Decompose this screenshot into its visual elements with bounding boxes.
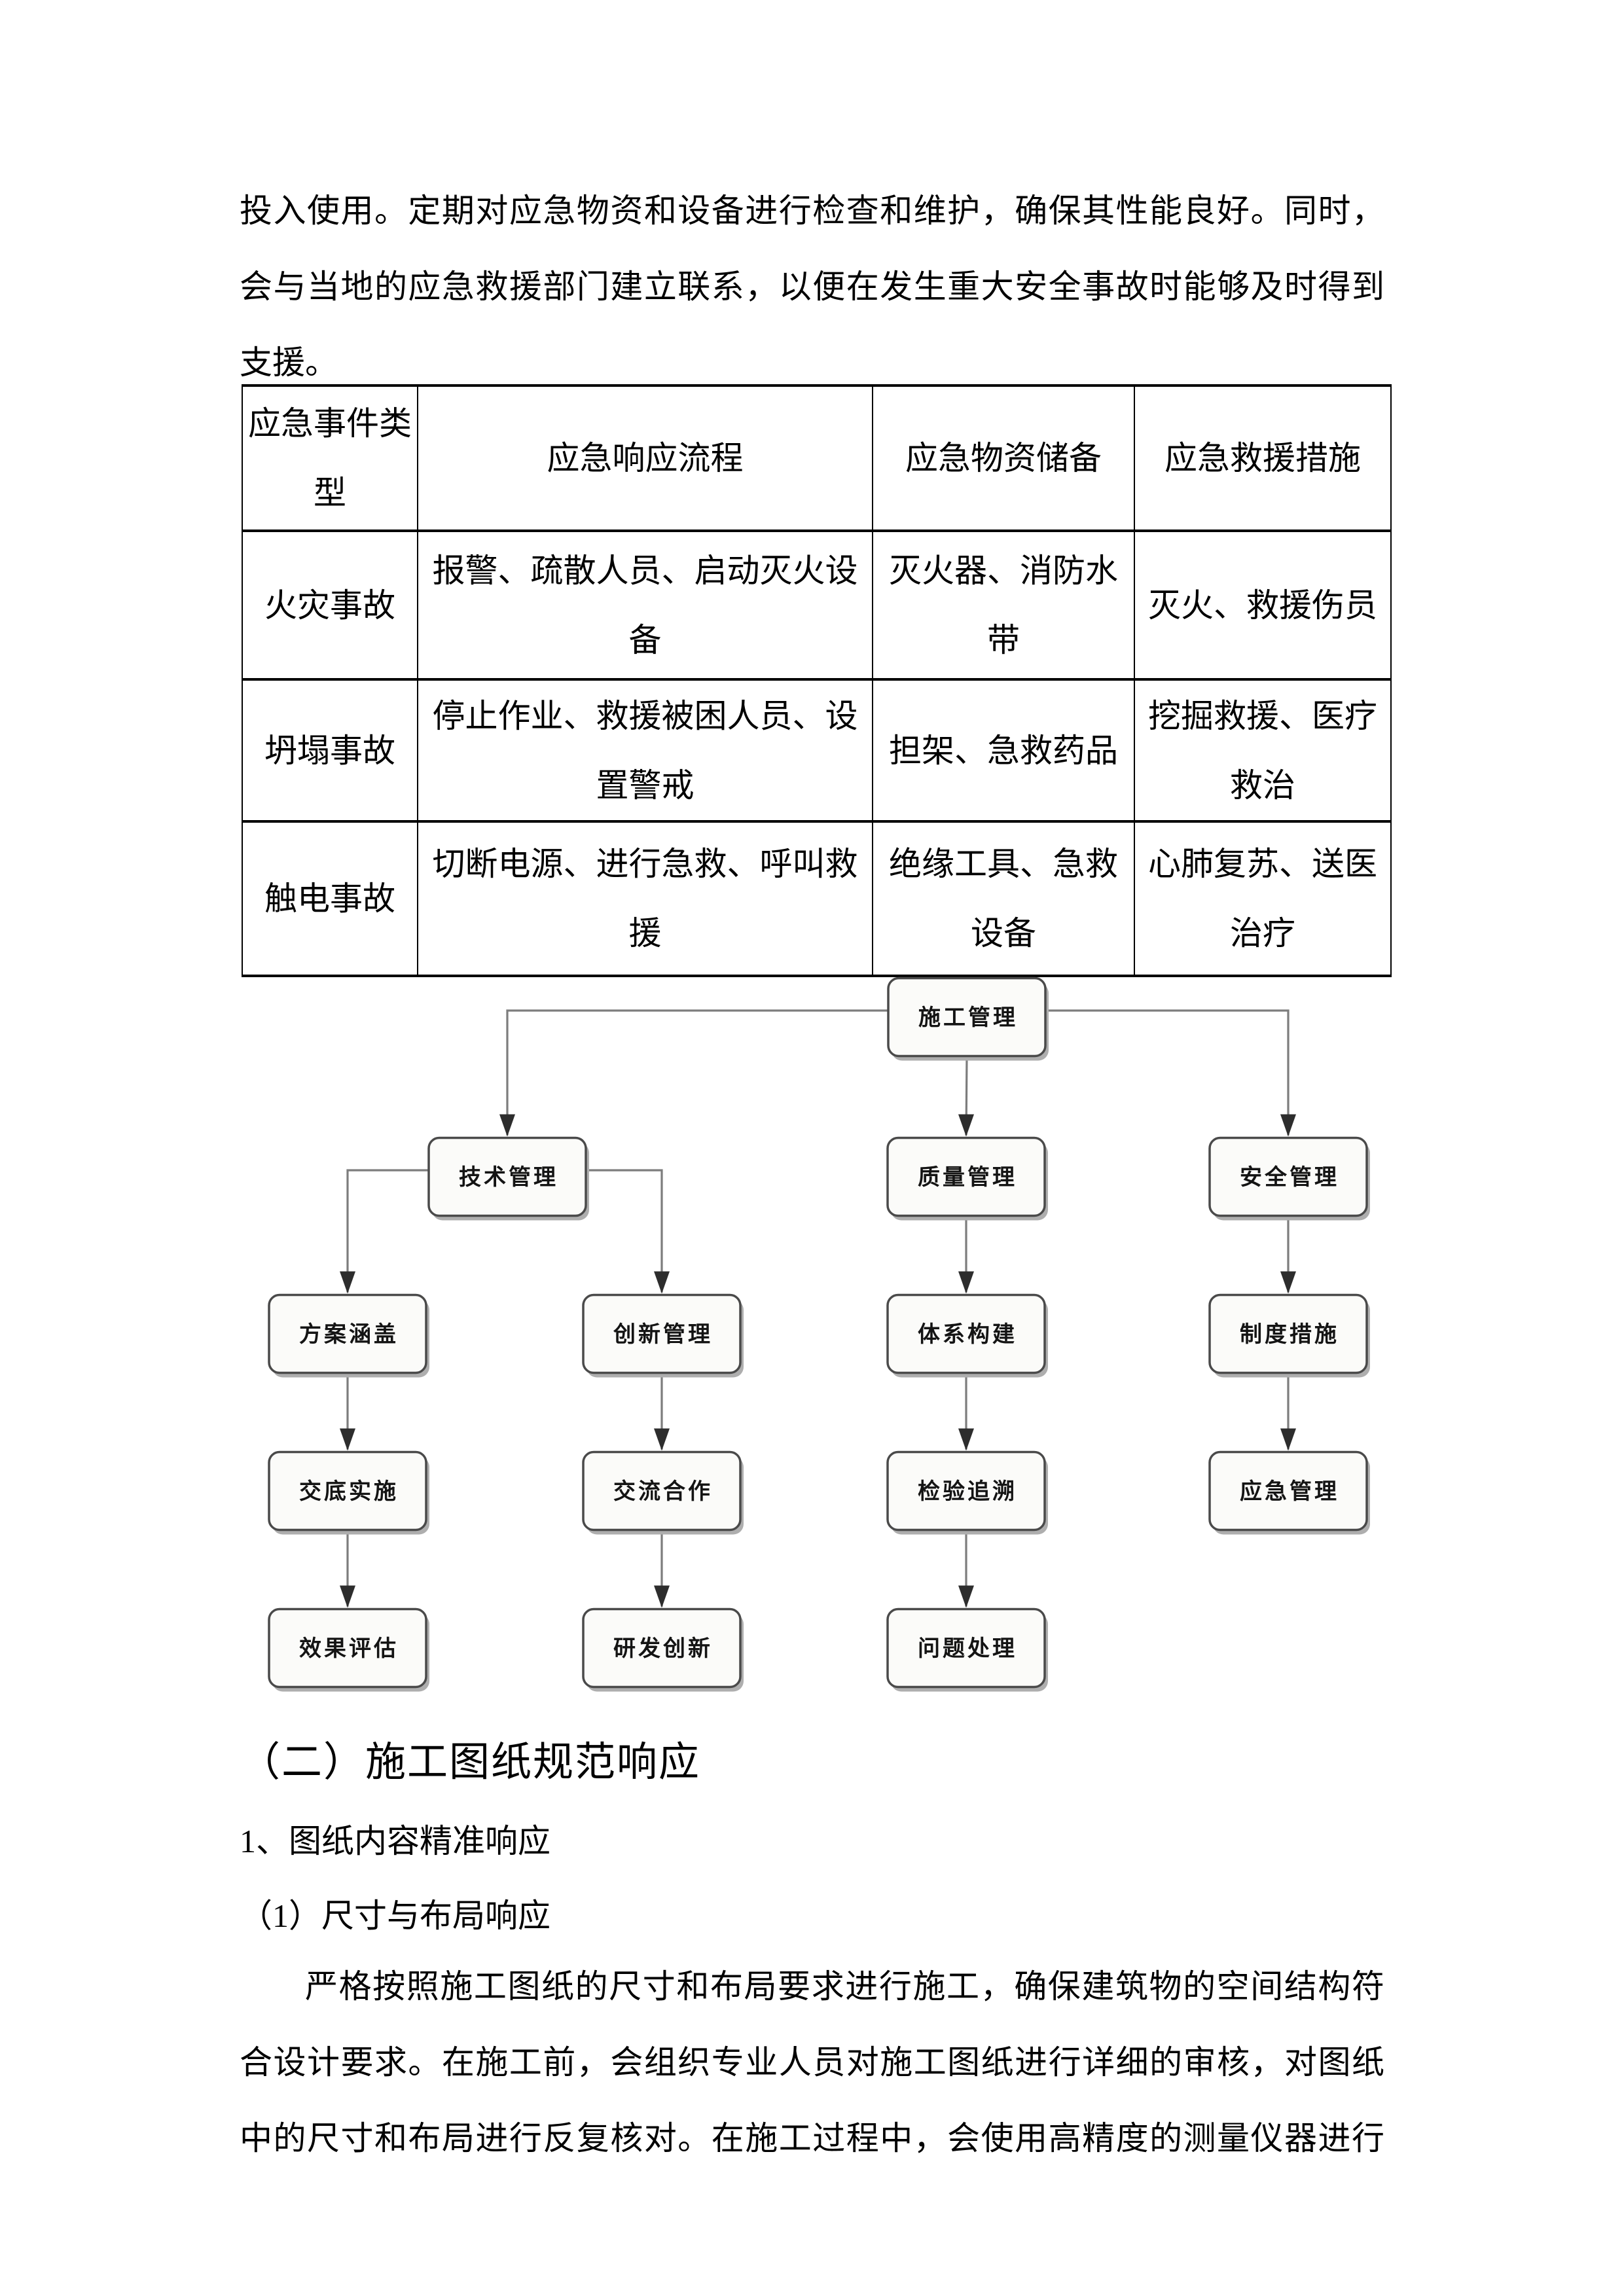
flowchart-edge-construction-safety [1045, 1009, 1290, 1136]
table-cell-r2c3: 担架、急救药品 [873, 681, 1135, 823]
paragraph-top: 投入使用。定期对应急物资和设备进行检查和维护，确保其性能良好。同时， 会与当地的… [240, 173, 1384, 401]
flowchart-node-evaluation: 效果评估 [268, 1607, 429, 1692]
flowchart-node-label: 技术管理 [459, 1165, 558, 1190]
flowchart-edge-construction-quality [965, 1056, 968, 1136]
flowchart-node-exchange: 交流合作 [582, 1450, 744, 1535]
emergency-response-table: 应急事件类 型 应急响应流程 应急物资储备 应急救援措施 火灾事故 报警、疏散人… [242, 384, 1392, 977]
flowchart-node-inspection: 检验追溯 [886, 1450, 1048, 1535]
text-line: 合设计要求。在施工前，会组织专业人员对施工图纸进行详细的审核，对图纸 [240, 2044, 1384, 2081]
flowchart-node-plan: 方案涵盖 [268, 1293, 429, 1378]
arrowhead-icon [958, 1428, 974, 1451]
flowchart-node-disclosure: 交底实施 [268, 1450, 429, 1535]
paragraph-bottom: 严格按照施工图纸的尺寸和布局要求进行施工，确保建筑物的空间结构符 合设计要求。在… [240, 1948, 1384, 2176]
text-line: 投入使用。定期对应急物资和设备进行检查和维护，确保其性能良好。同时， [240, 192, 1384, 229]
table-cell-r1c1: 火灾事故 [243, 532, 418, 681]
table-cell-r2c2: 停止作业、救援被困人员、设 置警戒 [418, 681, 873, 823]
arrowhead-icon [340, 1585, 355, 1608]
subsection-heading: 1、图纸内容精准响应 [240, 1823, 550, 1859]
arrowhead-icon [1280, 1114, 1296, 1137]
flowchart-node-label: 制度措施 [1240, 1322, 1339, 1347]
text-line: 严格按照施工图纸的尺寸和布局要求进行施工，确保建筑物的空间结构符 [305, 1968, 1384, 2005]
table-cell-r3c2: 切断电源、进行急救、呼叫救 援 [418, 823, 873, 975]
flowchart-node-safety: 安全管理 [1208, 1136, 1370, 1221]
flowchart-node-label: 安全管理 [1240, 1164, 1339, 1190]
arrowhead-icon [654, 1585, 670, 1608]
table-cell-r2c1: 坍塌事故 [243, 681, 418, 823]
flowchart-edge-technology-plan [346, 1169, 429, 1293]
flowchart-node-label: 创新管理 [613, 1322, 713, 1347]
arrowhead-icon [654, 1271, 670, 1294]
text-line: 会与当地的应急救援部门建立联系，以便在发生重大安全事故时能够及时得到 [240, 268, 1384, 305]
flowchart-node-label: 问题处理 [918, 1636, 1017, 1661]
table-cell-r3c3: 绝缘工具、急救 设备 [873, 823, 1135, 975]
arrowhead-icon [499, 1114, 515, 1137]
flowchart-node-label: 施工管理 [918, 1005, 1018, 1030]
flowchart-node-label: 方案涵盖 [299, 1322, 399, 1347]
flowchart-node-emergency: 应急管理 [1208, 1450, 1370, 1535]
flowchart-node-label: 质量管理 [918, 1165, 1017, 1190]
section-heading: （二）施工图纸规范响应 [240, 1740, 701, 1785]
flowchart-node-innovation: 创新管理 [582, 1293, 744, 1378]
table-cell-r3c4: 心肺复苏、送医 治疗 [1148, 846, 1377, 952]
table-cell-r1c2: 报警、疏散人员、启动灭火设 备 [418, 532, 873, 681]
table-cell-r1c3: 灭火器、消防水 带 [873, 532, 1135, 681]
flowchart-node-label: 效果评估 [299, 1636, 399, 1661]
table-header-response-process: 应急响应流程 [418, 387, 873, 532]
arrowhead-icon [340, 1428, 355, 1451]
flowchart-node-label: 体系构建 [918, 1322, 1017, 1347]
flowchart-node-rules: 制度措施 [1208, 1293, 1370, 1378]
text-line: 中的尺寸和布局进行反复核对。在施工过程中，会使用高精度的测量仪器进行 [240, 2120, 1384, 2157]
arrowhead-icon [958, 1271, 974, 1294]
flowchart-node-label: 应急管理 [1240, 1479, 1339, 1504]
flowchart-node-technology: 技术管理 [427, 1136, 589, 1221]
flowchart-node-construction: 施工管理 [887, 977, 1049, 1061]
flowchart-node-label: 交流合作 [613, 1479, 713, 1504]
arrowhead-icon [654, 1428, 670, 1451]
table-header-rescue-measures: 应急救援措施 [1135, 387, 1390, 532]
text-line: 支援。 [240, 344, 338, 381]
arrowhead-icon [958, 1114, 974, 1137]
table-header-event-type: 应急事件类 型 [243, 387, 418, 532]
flowchart-node-problem: 问题处理 [886, 1607, 1048, 1692]
flowchart-node-label: 交底实施 [299, 1479, 399, 1504]
flowchart-node-label: 研发创新 [613, 1636, 713, 1661]
flowchart-node-quality: 质量管理 [886, 1136, 1048, 1221]
flowchart-edge-construction-technology [506, 1009, 888, 1136]
table-cell-r3c1: 触电事故 [243, 823, 418, 975]
arrowhead-icon [958, 1585, 974, 1608]
flowchart-node-label: 检验追溯 [918, 1479, 1017, 1504]
flowchart-node-system: 体系构建 [886, 1293, 1048, 1378]
table-cell-r1c4: 灭火、救援伤员 [1135, 532, 1390, 681]
arrowhead-icon [340, 1271, 355, 1294]
table-cell-r2c4: 挖掘救援、医疗 救治 [1135, 681, 1390, 823]
subsubsection-heading: （1）尺寸与布局响应 [240, 1897, 550, 1934]
flowchart-node-rnd: 研发创新 [582, 1607, 744, 1692]
flowchart-edge-technology-innovation [586, 1169, 663, 1293]
arrowhead-icon [1280, 1271, 1296, 1294]
table-header-supplies: 应急物资储备 [873, 387, 1135, 532]
arrowhead-icon [1280, 1428, 1296, 1451]
